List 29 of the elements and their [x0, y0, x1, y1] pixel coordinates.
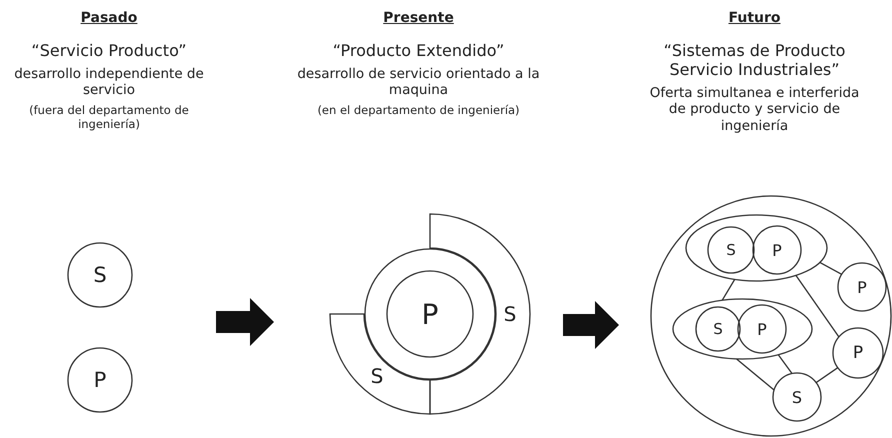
- concept-title: “Sistemas de Producto Servicio Industriales”: [662, 40, 846, 80]
- block-arrow: [216, 298, 274, 346]
- connector-line: [722, 279, 736, 301]
- letter-circle: S: [772, 372, 822, 422]
- connector-line: [816, 367, 838, 384]
- connector-line: [778, 354, 793, 374]
- concept-title: “Servicio Producto”: [30, 40, 188, 60]
- letter-circle: P: [386, 270, 474, 358]
- connector-line: [820, 262, 842, 275]
- column-heading: Presente: [383, 10, 454, 27]
- column-heading: Pasado: [80, 10, 138, 27]
- letter-circle: P: [832, 327, 884, 379]
- letter-circle: S: [67, 242, 133, 308]
- description-text: Oferta simultanea e interferida de producto y servicio de ingeniería: [648, 85, 860, 134]
- connector-line: [736, 358, 774, 390]
- letter-circle: P: [67, 347, 133, 413]
- letter-circle: S: [707, 226, 755, 274]
- connector-line: [795, 274, 840, 338]
- description-text: desarrollo independiente de servicio: [14, 66, 204, 98]
- block-arrow: [563, 301, 619, 349]
- letter-circle: P: [737, 304, 787, 354]
- concept-title: “Producto Extendido”: [332, 40, 506, 60]
- note-text: (en el departamento de ingeniería): [316, 104, 521, 118]
- letter-circle: S: [695, 306, 741, 352]
- letter-circle: P: [837, 262, 887, 312]
- description-text: desarrollo de servicio orientado a la maquina: [296, 66, 541, 98]
- column-heading: Futuro: [728, 10, 780, 27]
- letter-circle: P: [752, 225, 802, 275]
- note-text: (fuera del departamento de ingeniería): [28, 104, 190, 132]
